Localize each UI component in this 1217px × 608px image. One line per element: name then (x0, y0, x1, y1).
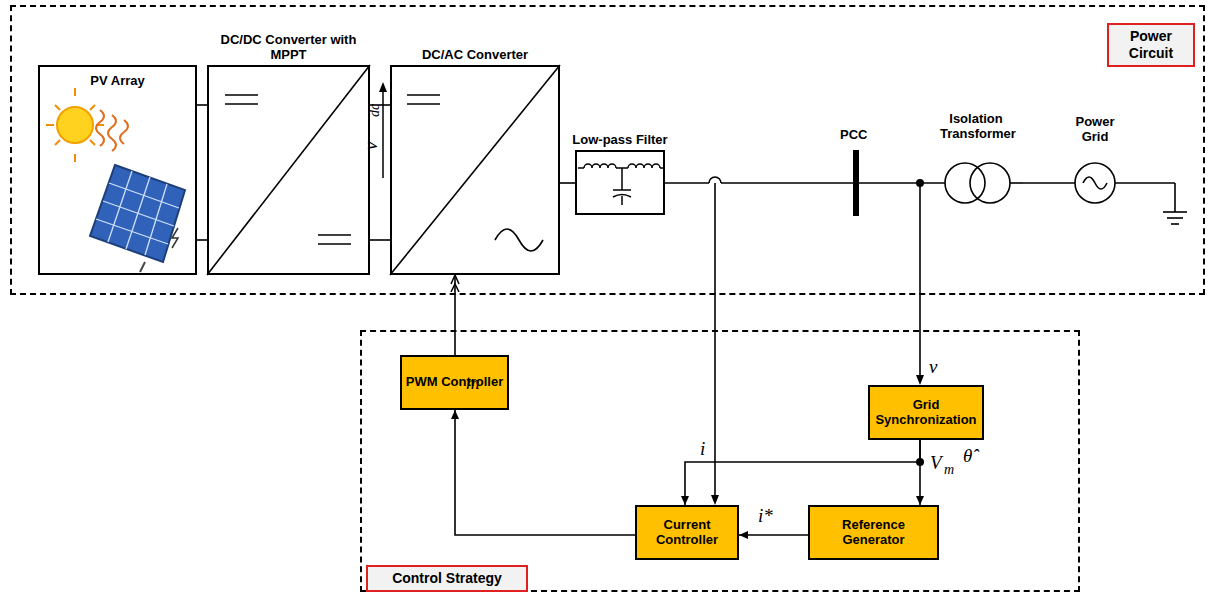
transformer-symbol (945, 163, 1023, 203)
signal-arrow (919, 440, 921, 505)
power-circuit-region: Power Circuit PV Array DC/DC Converter wit… (10, 5, 1205, 295)
box-label: PWM Controller (406, 375, 504, 390)
current-controller-box: Current Controller (635, 505, 739, 560)
box-heading: DC/DC Converter with MPPT (214, 33, 364, 63)
signal-arrow (739, 534, 808, 536)
pcc-label: PCC (840, 128, 867, 143)
grid-sync-box: Grid Synchronization (868, 385, 984, 440)
dcdc-converter-box: DC/DC Converter with MPPT (207, 65, 370, 275)
reference-generator-box: Reference Generator (808, 505, 939, 560)
signal-name: θ̂ (963, 445, 972, 467)
dcac-converter-box: DC/AC Converter (390, 65, 560, 275)
signal-name: V (930, 452, 942, 474)
signal-name: v (360, 142, 382, 150)
vdc-arrow (379, 82, 387, 178)
box-label: Reference Generator (813, 518, 934, 548)
box-label: Current Controller (640, 518, 734, 548)
wire (197, 239, 207, 241)
signal-subscript: m (944, 462, 954, 478)
transformer-label: Isolation Transformer (940, 112, 1012, 142)
junction-dot (916, 179, 924, 187)
grid-wiring (665, 177, 1187, 497)
converter-symbols (207, 65, 560, 275)
region-title: Control Strategy (366, 565, 528, 592)
signal-name: v (929, 356, 937, 378)
wire (197, 104, 207, 106)
grid-source-symbol (1075, 163, 1115, 203)
pcc-bar (853, 150, 859, 216)
wire (370, 239, 390, 241)
edge-label: i* (758, 505, 773, 527)
signal-arrow (454, 275, 456, 355)
box-label: Grid Synchronization (873, 398, 979, 428)
wire (560, 182, 575, 184)
arrowhead (916, 375, 924, 385)
arrowhead (711, 495, 719, 505)
box-heading: Low-pass Filter (565, 133, 675, 148)
grid-label: Power Grid (1068, 115, 1122, 145)
pv-illustration (46, 88, 185, 272)
signal-arrow (455, 410, 635, 535)
signal-name: i (700, 438, 705, 460)
box-heading: PV Array (40, 73, 195, 88)
edge-label: m (466, 372, 480, 394)
box-heading: DC/AC Converter (420, 48, 530, 63)
filter-symbol (578, 164, 663, 205)
pwm-controller-box: PWM Controller (400, 355, 509, 410)
low-pass-filter-box: Low-pass Filter (575, 150, 665, 215)
pv-array-box: PV Array (38, 65, 197, 275)
region-title: Power Circuit (1107, 23, 1195, 67)
signal-subscript: dc (367, 104, 383, 117)
signal-arrow (685, 440, 920, 505)
